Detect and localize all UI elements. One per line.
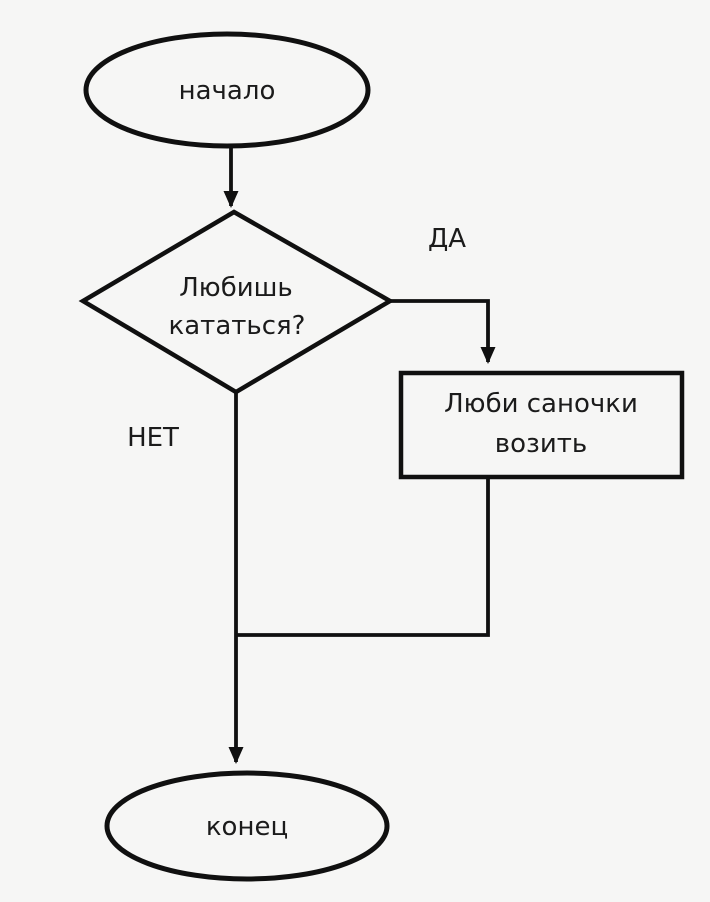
decision-label-line2: кататься? [169, 311, 306, 341]
decision-diamond [78, 209, 395, 395]
end-ellipse [104, 770, 390, 882]
start-label: начало [179, 76, 276, 106]
process-box [398, 370, 685, 480]
process-label-line2: возить [495, 429, 587, 459]
edge-yes [390, 299, 496, 364]
start-ellipse [83, 31, 371, 149]
end-label: конец [206, 812, 288, 842]
yes-edge-label: ДА [428, 224, 466, 254]
no-edge-label: НЕТ [127, 423, 179, 453]
edge-process-to-join [237, 477, 490, 637]
process-label-line1: Люби саночки [444, 389, 638, 419]
decision-label-line1: Любишь [179, 273, 292, 303]
